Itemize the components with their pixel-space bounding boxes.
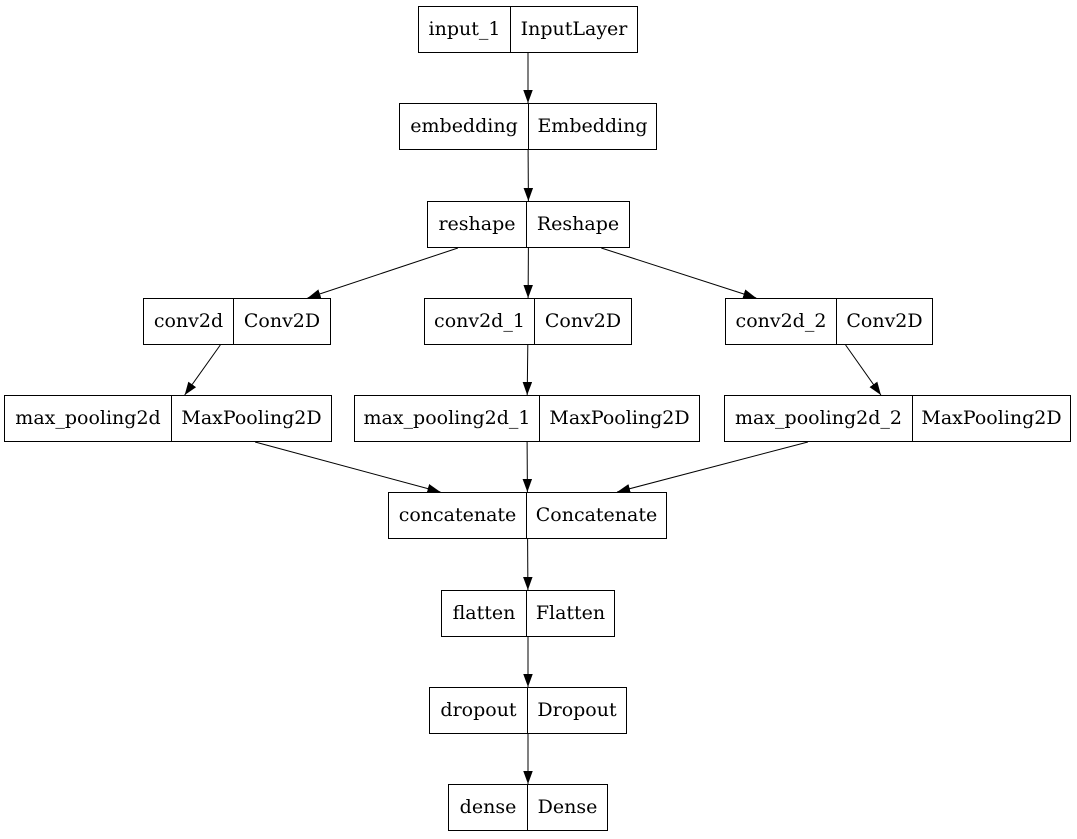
node-max_pooling2d: max_pooling2d MaxPooling2D — [4, 395, 332, 442]
edge-conv2d_1-to-max_pooling2d_1 — [522, 344, 533, 396]
node-dropout: dropout Dropout — [429, 687, 627, 734]
node-input_1-type-cell: InputLayer — [520, 18, 628, 40]
edge-reshape-to-conv2d — [307, 247, 459, 299]
node-reshape-name-cell: reshape — [428, 202, 527, 247]
node-conv2d_2: conv2d_2 Conv2D — [725, 298, 933, 345]
node-dense-name-cell: dense — [449, 785, 528, 830]
node-conv2d-type-cell: Conv2D — [243, 310, 321, 332]
node-conv2d_1-type-cell: Conv2D — [544, 310, 622, 332]
node-concatenate-name-cell: concatenate — [389, 493, 527, 538]
node-concatenate-type-cell: Concatenate — [535, 504, 658, 526]
edge-group — [184, 53, 882, 784]
node-dropout-type-cell: Dropout — [537, 699, 617, 721]
edge-reshape-to-conv2d_2 — [601, 247, 757, 299]
node-concatenate: concatenate Concatenate — [388, 492, 667, 539]
node-max_pooling2d_1-name-cell: max_pooling2d_1 — [355, 396, 540, 441]
node-flatten-name-cell: flatten — [442, 591, 527, 636]
edge-conv2d_2-to-max_pooling2d_2 — [845, 344, 882, 396]
node-max_pooling2d-name-cell: max_pooling2d — [5, 396, 172, 441]
node-flatten-type-cell: Flatten — [535, 602, 606, 624]
node-max_pooling2d-type-cell: MaxPooling2D — [181, 407, 322, 429]
node-conv2d_1: conv2d_1 Conv2D — [424, 298, 632, 345]
node-embedding-type-cell: Embedding — [537, 115, 648, 137]
node-max_pooling2d_2: max_pooling2d_2 MaxPooling2D — [724, 395, 1071, 442]
node-reshape: reshape Reshape — [427, 201, 630, 248]
node-embedding-name-cell: embedding — [400, 104, 529, 149]
node-dense-type-cell: Dense — [537, 796, 598, 818]
node-max_pooling2d_1: max_pooling2d_1 MaxPooling2D — [354, 395, 700, 442]
node-input_1: input_1 InputLayer — [418, 6, 638, 53]
node-conv2d-name-cell: conv2d — [144, 299, 234, 344]
node-flatten: flatten Flatten — [441, 590, 615, 637]
node-max_pooling2d_1-type-cell: MaxPooling2D — [549, 407, 690, 429]
node-dropout-name-cell: dropout — [430, 688, 528, 733]
node-conv2d_2-name-cell: conv2d_2 — [726, 299, 837, 344]
edge-conv2d-to-max_pooling2d — [184, 344, 221, 396]
node-dense: dense Dense — [448, 784, 608, 831]
edge-max_pooling2d_2-to-concatenate — [616, 441, 809, 494]
node-max_pooling2d_2-name-cell: max_pooling2d_2 — [725, 396, 913, 441]
edge-max_pooling2d-to-concatenate — [254, 441, 441, 494]
node-input_1-name-cell: input_1 — [419, 7, 511, 52]
node-embedding: embedding Embedding — [399, 103, 657, 150]
node-conv2d: conv2d Conv2D — [143, 298, 331, 345]
node-reshape-type-cell: Reshape — [536, 213, 620, 235]
node-conv2d_1-name-cell: conv2d_1 — [425, 299, 535, 344]
node-max_pooling2d_2-type-cell: MaxPooling2D — [921, 407, 1062, 429]
node-conv2d_2-type-cell: Conv2D — [846, 310, 923, 332]
